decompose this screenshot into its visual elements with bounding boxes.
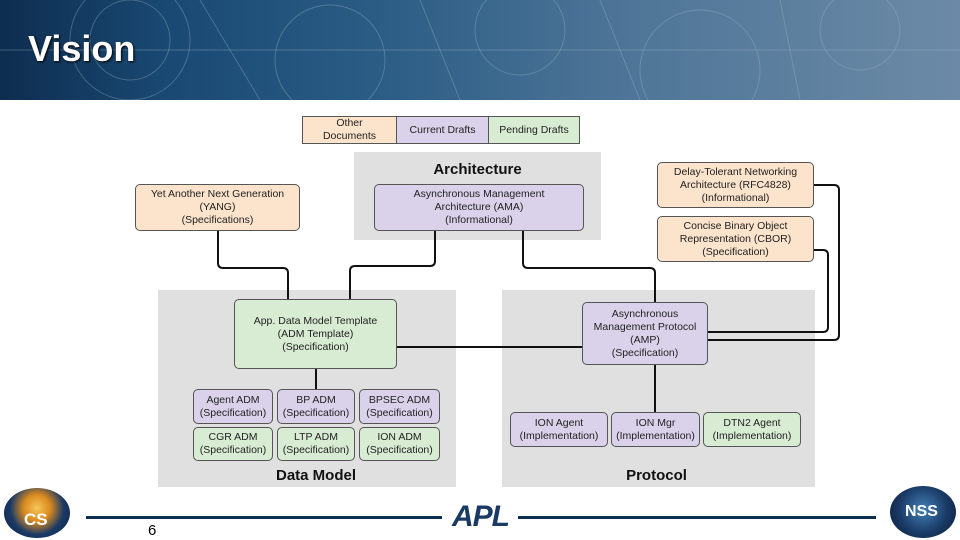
agent-adm-box: Agent ADM (Specification) bbox=[193, 389, 273, 424]
ion-agent-box: ION Agent (Implementation) bbox=[510, 412, 608, 447]
legend-pending-drafts: Pending Drafts bbox=[488, 116, 580, 144]
cbor-box: Concise Binary Object Representation (CB… bbox=[657, 216, 814, 262]
apl-logo: APL bbox=[452, 500, 510, 533]
yang-box: Yet Another Next Generation (YANG) (Spec… bbox=[135, 184, 300, 231]
legend-other-documents: Other Documents bbox=[302, 116, 397, 144]
nss-logo-text: NSS bbox=[905, 503, 938, 520]
footer-line-left bbox=[86, 516, 442, 519]
ion-adm-box: ION ADM (Specification) bbox=[359, 427, 440, 461]
blueprint-background bbox=[0, 0, 960, 100]
nss-logo: NSS bbox=[890, 486, 956, 538]
cgr-adm-box: CGR ADM (Specification) bbox=[193, 427, 273, 461]
cs-logo: CS bbox=[4, 488, 70, 538]
protocol-panel-title: Protocol bbox=[626, 467, 687, 484]
page-number: 6 bbox=[148, 522, 157, 539]
slide-title: Vision bbox=[28, 28, 136, 69]
cs-logo-text: CS bbox=[24, 510, 48, 529]
data-model-panel-title: Data Model bbox=[275, 467, 356, 484]
adm-template-box: App. Data Model Template (ADM Template) … bbox=[234, 299, 397, 369]
bpsec-adm-box: BPSEC ADM (Specification) bbox=[359, 389, 440, 424]
dtn-architecture-box: Delay-Tolerant Networking Architecture (… bbox=[657, 162, 814, 208]
footer-line-right bbox=[518, 516, 876, 519]
bp-adm-box: BP ADM (Specification) bbox=[277, 389, 355, 424]
ama-box: Asynchronous Management Architecture (AM… bbox=[374, 184, 584, 231]
header-banner: Vision bbox=[0, 0, 960, 100]
architecture-panel-title: Architecture bbox=[433, 161, 522, 178]
amp-box: Asynchronous Management Protocol (AMP) (… bbox=[582, 302, 708, 365]
ltp-adm-box: LTP ADM (Specification) bbox=[277, 427, 355, 461]
ion-mgr-box: ION Mgr (Implementation) bbox=[611, 412, 700, 447]
dtn2-agent-box: DTN2 Agent (Implementation) bbox=[703, 412, 801, 447]
legend-current-drafts: Current Drafts bbox=[396, 116, 489, 144]
